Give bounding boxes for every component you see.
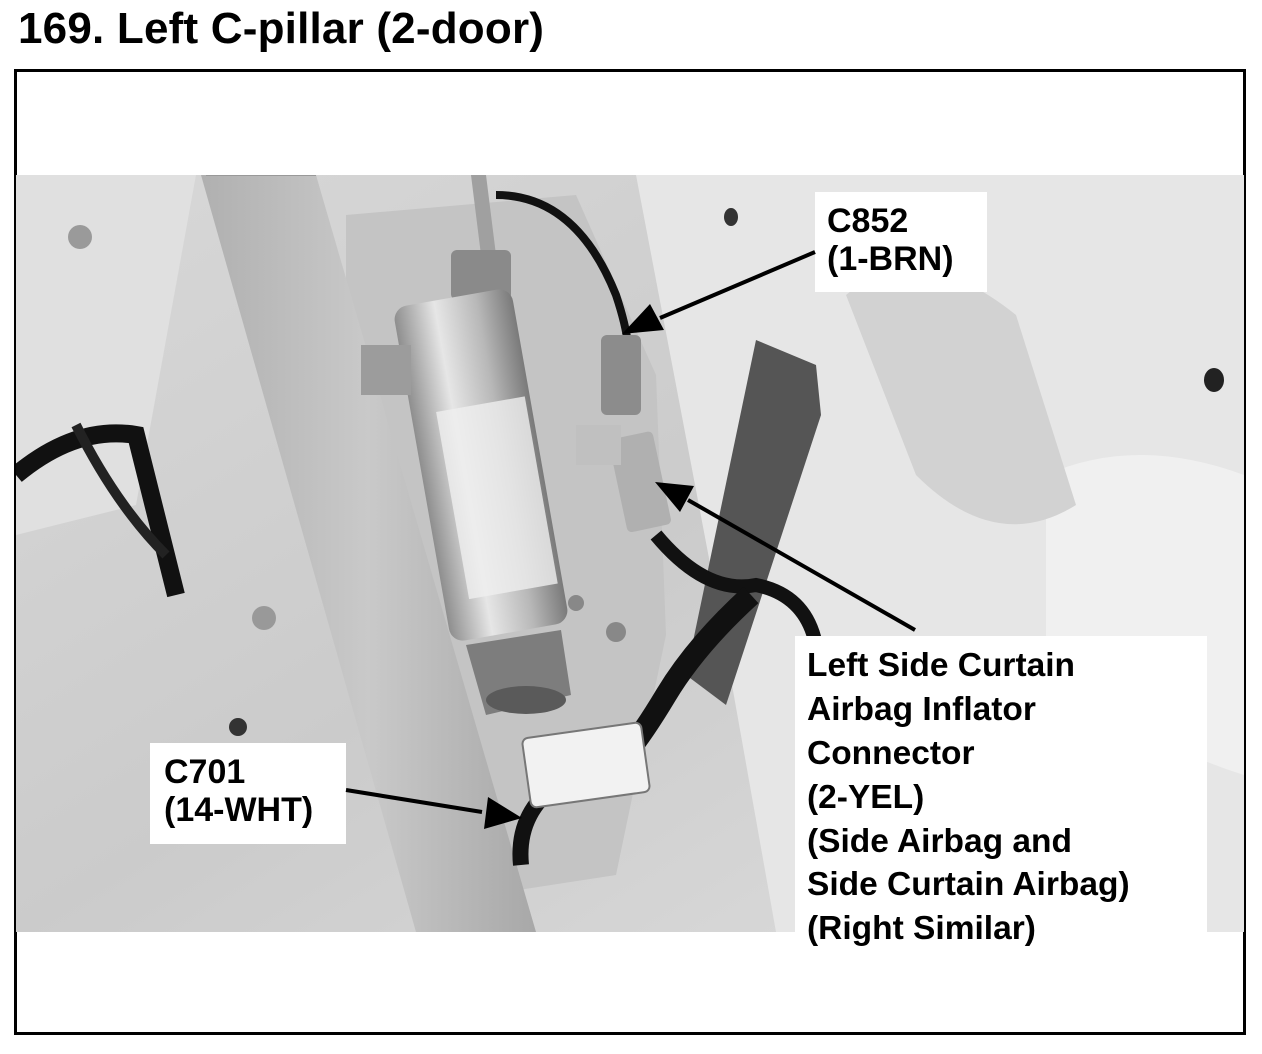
curtain-label-line-7: (Right Similar) [807,910,1036,948]
curtain-label-line-5: (Side Airbag and [807,822,1072,860]
page-title: 169. Left C-pillar (2-door) [18,4,545,53]
callout-c701: C701 (14-WHT) [150,743,346,844]
curtain-label-line-3: Connector [807,734,975,772]
c701-connector-id: C701 [164,753,246,791]
curtain-label-line-6: Side Curtain Airbag) [807,866,1130,904]
callout-curtain-airbag-connector: Left Side Curtain Airbag Inflator Connec… [795,636,1207,947]
c852-connector-id: C852 [827,202,909,240]
curtain-label-line-1: Left Side Curtain [807,647,1076,684]
c701-connector-spec: (14-WHT) [164,791,314,830]
curtain-label-line-2: Airbag Inflator [807,690,1036,728]
curtain-label-line-4: (2-YEL) [807,778,925,816]
c852-connector-spec: (1-BRN) [827,240,954,279]
callout-c852: C852 (1-BRN) [815,192,987,292]
